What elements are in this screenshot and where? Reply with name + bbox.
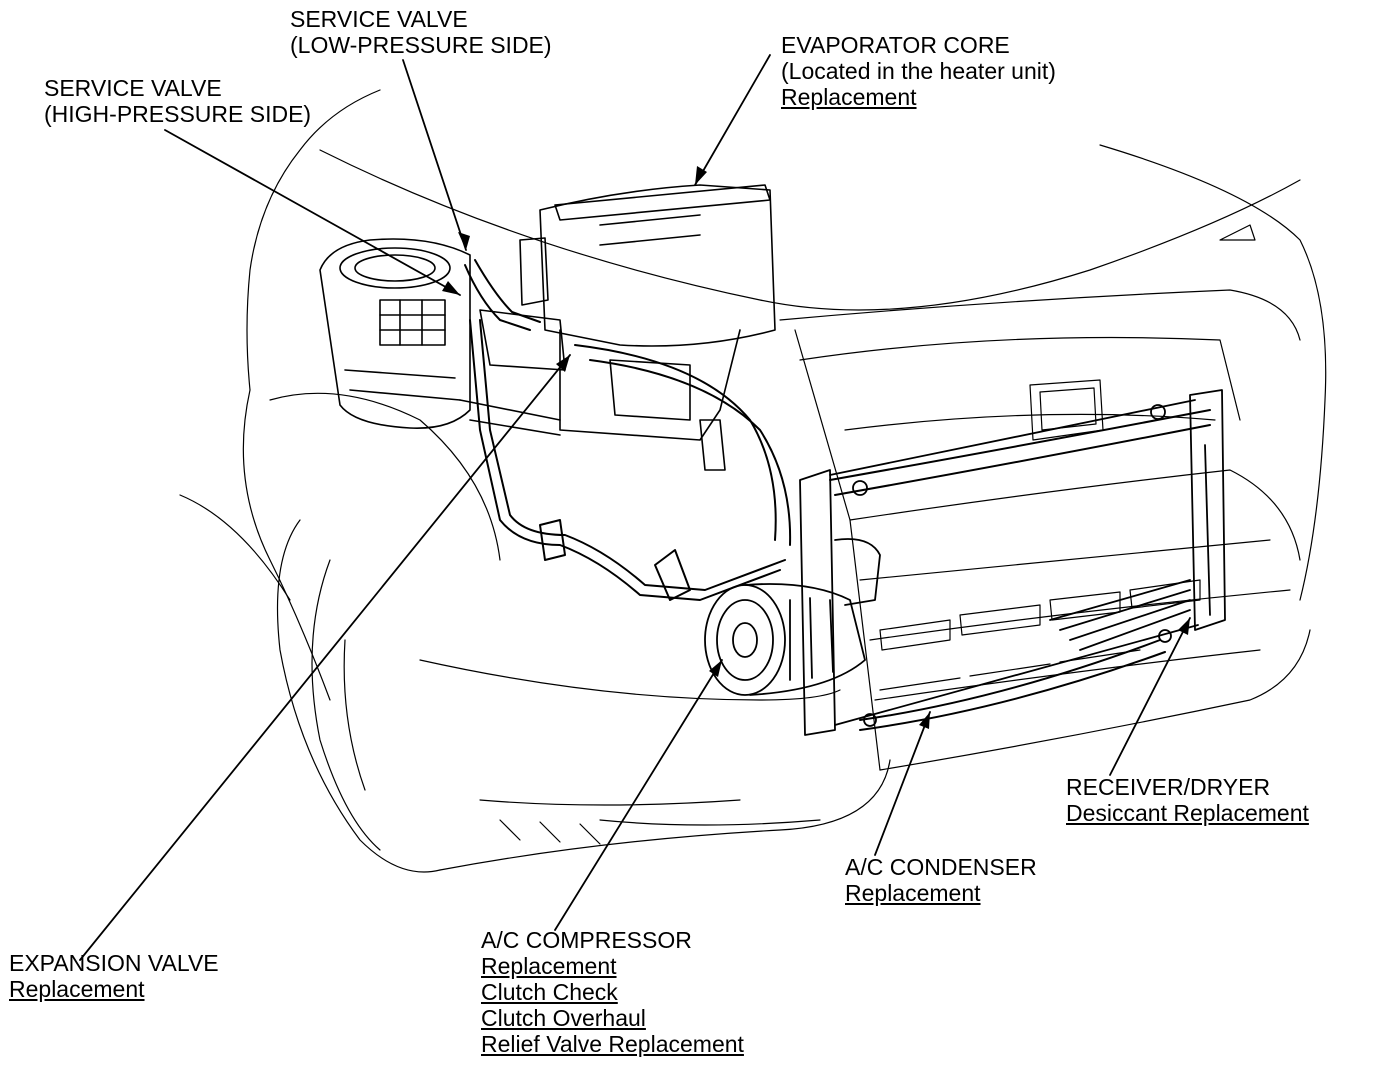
leader-service-valve-high (164, 129, 461, 296)
leader-evaporator-core (694, 54, 771, 186)
label-service-valve-high: SERVICE VALVE (HIGH-PRESSURE SIDE) (44, 75, 311, 127)
ac-compressor-title: A/C COMPRESSOR (481, 927, 692, 953)
leader-ac-condenser (874, 711, 931, 856)
compressor-body (704, 538, 881, 696)
ac-condenser-replacement-link[interactable]: Replacement (845, 880, 981, 906)
ac-compressor-clutch-check-link[interactable]: Clutch Check (481, 979, 618, 1005)
leader-expansion-valve (79, 354, 571, 961)
leader-arrowheads (442, 166, 1190, 729)
evaporator-core-replacement-link[interactable]: Replacement (781, 84, 917, 110)
label-receiver-dryer: RECEIVER/DRYER Desiccant Replacement (1066, 774, 1309, 826)
refrigerant-lines (464, 259, 1211, 731)
vehicle-body-outline (179, 89, 1327, 873)
expansion-valve-replacement-link[interactable]: Replacement (9, 976, 145, 1002)
label-ac-condenser: A/C CONDENSER Replacement (845, 854, 1037, 906)
label-ac-compressor: A/C COMPRESSOR Replacement Clutch Check … (481, 927, 744, 1057)
ac-condenser-title: A/C CONDENSER (845, 854, 1037, 880)
expansion-valve-title: EXPANSION VALVE (9, 950, 219, 976)
label-evaporator-core: EVAPORATOR CORE (Located in the heater u… (781, 32, 1056, 110)
service-valve-high-title: SERVICE VALVE (44, 75, 222, 101)
ac-compressor-clutch-overhaul-link[interactable]: Clutch Overhaul (481, 1005, 646, 1031)
receiver-dryer-desiccant-link[interactable]: Desiccant Replacement (1066, 800, 1309, 826)
evaporator-core-note: (Located in the heater unit) (781, 58, 1056, 84)
service-valve-low-subtitle: (LOW-PRESSURE SIDE) (290, 32, 552, 58)
label-service-valve-low: SERVICE VALVE (LOW-PRESSURE SIDE) (290, 6, 552, 58)
leader-receiver-dryer (1109, 617, 1191, 776)
leader-ac-compressor (554, 659, 723, 931)
ac-compressor-relief-valve-link[interactable]: Relief Valve Replacement (481, 1031, 744, 1057)
leader-service-valve-low (402, 59, 467, 251)
service-valve-high-subtitle: (HIGH-PRESSURE SIDE) (44, 101, 312, 127)
condenser-body (799, 389, 1226, 736)
heater-unit (319, 184, 776, 471)
service-valve-low-title: SERVICE VALVE (290, 6, 468, 32)
ac-compressor-replacement-link[interactable]: Replacement (481, 953, 617, 979)
label-expansion-valve: EXPANSION VALVE Replacement (9, 950, 219, 1002)
evaporator-core-title: EVAPORATOR CORE (781, 32, 1010, 58)
receiver-dryer-title: RECEIVER/DRYER (1066, 774, 1271, 800)
leader-lines (79, 54, 1191, 961)
